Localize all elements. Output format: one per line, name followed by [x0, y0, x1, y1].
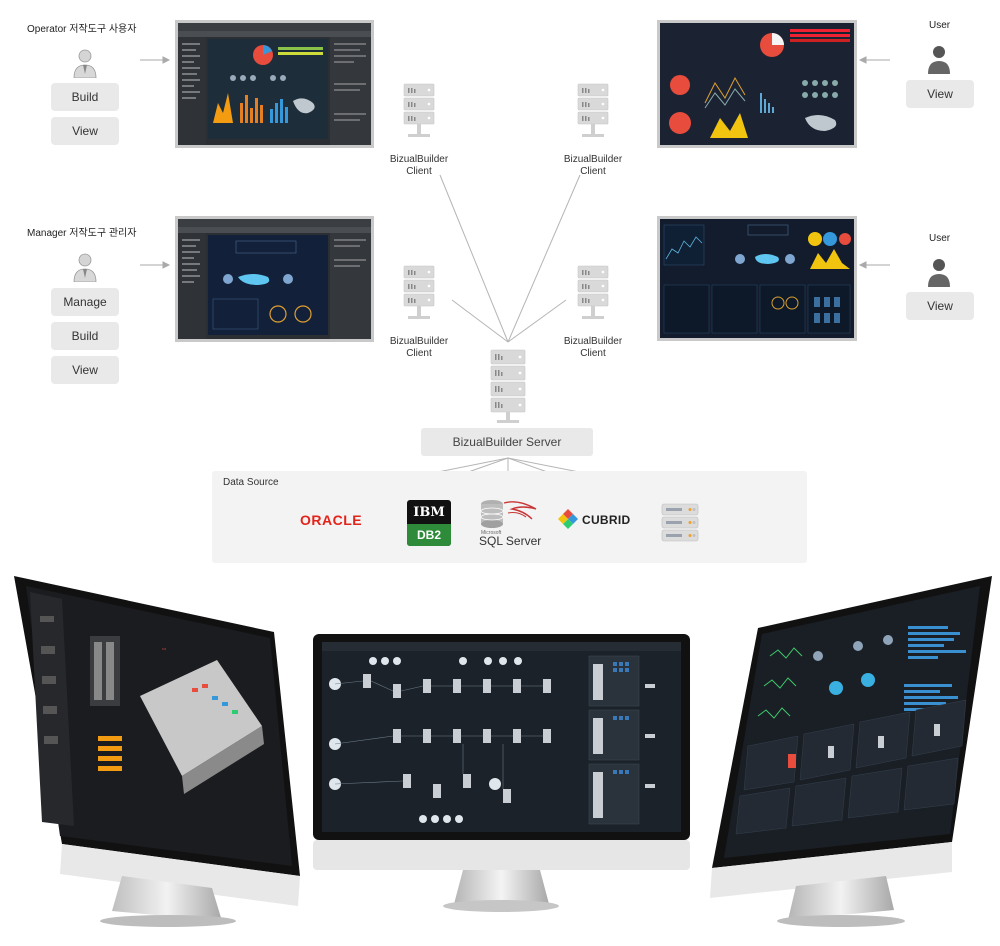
- operator-role-title: Operator 저작도구 사용자: [27, 24, 137, 35]
- user-monitoring-screenshot: [657, 216, 857, 341]
- user-dashboard-screenshot: [657, 20, 857, 148]
- client-label: BizualBuilder Client: [389, 336, 449, 359]
- user-role-title: User: [929, 20, 951, 31]
- person-icon: [73, 253, 97, 282]
- ibm-db2-logo: IBM DB2: [407, 500, 451, 546]
- right-monitor: [710, 576, 992, 927]
- data-source-title: Data Source: [223, 477, 279, 488]
- sql-server-text: SQL Server: [479, 534, 542, 548]
- user-view-button[interactable]: View: [906, 80, 974, 108]
- manager-editor-screenshot: [175, 216, 374, 342]
- sql-server-microsoft-text: Microsoft: [481, 530, 502, 536]
- user-view-button[interactable]: View: [906, 292, 974, 320]
- operator-editor-screenshot: [175, 20, 374, 148]
- db2-wordmark: DB2: [407, 524, 451, 546]
- manager-view-button[interactable]: View: [51, 356, 119, 384]
- sql-server-icon: [480, 500, 537, 528]
- cubrid-icon: [558, 509, 578, 529]
- ibm-wordmark: IBM: [413, 504, 445, 520]
- client-server-icon: [403, 83, 435, 137]
- client-label: BizualBuilder Client: [563, 336, 623, 359]
- manager-build-button[interactable]: Build: [51, 322, 119, 350]
- client-label: BizualBuilder Client: [389, 154, 449, 177]
- client-label: BizualBuilder Client: [563, 154, 623, 177]
- user-role-title: User: [929, 233, 951, 244]
- client-server-icon: [577, 83, 609, 137]
- operator-build-button[interactable]: Build: [51, 83, 119, 111]
- center-monitor: [313, 634, 690, 912]
- person-icon: [73, 49, 97, 78]
- server-label: BizualBuilder Server: [421, 428, 593, 456]
- server-stack-icon: [661, 503, 699, 542]
- server-icon: [490, 349, 526, 423]
- svg-text:•••: •••: [162, 646, 167, 651]
- client-server-icon: [403, 265, 435, 319]
- user-icon: [928, 259, 950, 287]
- manager-manage-button[interactable]: Manage: [51, 288, 119, 316]
- operator-view-button[interactable]: View: [51, 117, 119, 145]
- cubrid-logo-text: CUBRID: [582, 513, 631, 527]
- manager-role-title: Manager 저작도구 관리자: [27, 228, 137, 239]
- left-monitor: •••: [14, 576, 300, 927]
- data-source-panel: Data Source: [212, 471, 807, 563]
- client-server-icon: [577, 265, 609, 319]
- oracle-logo: ORACLE: [300, 512, 363, 528]
- user-icon: [928, 46, 950, 74]
